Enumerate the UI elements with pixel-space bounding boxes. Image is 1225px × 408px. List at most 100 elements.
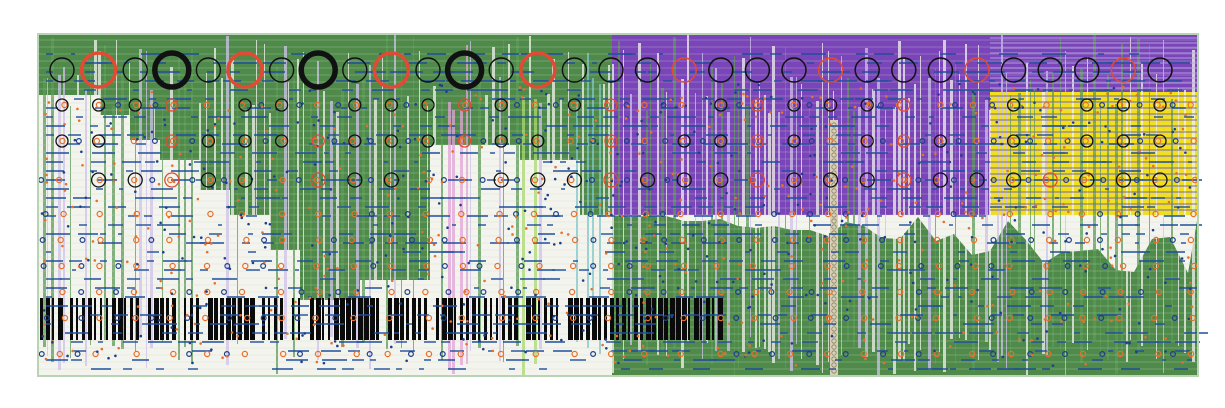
- dot-icon: [44, 357, 48, 361]
- dot-icon: [824, 262, 831, 270]
- dot-icon: [543, 237, 547, 241]
- dot-icon: [1188, 281, 1192, 285]
- ring-icon: [444, 50, 485, 90]
- dot-icon: [771, 211, 778, 218]
- dot-icon: [810, 127, 813, 131]
- dot-icon: [467, 261, 471, 265]
- dot-icon: [999, 311, 1003, 315]
- dot-icon: [134, 235, 138, 238]
- dot-icon: [909, 271, 912, 275]
- dot-icon: [399, 302, 402, 305]
- stripe: [959, 74, 960, 338]
- dot-icon: [220, 289, 227, 296]
- dot-icon: [97, 236, 104, 244]
- dot-icon: [809, 192, 812, 196]
- dot-icon: [297, 351, 304, 358]
- dot-icon: [1164, 337, 1167, 340]
- sliver-ring: [831, 164, 837, 170]
- stripe: [231, 57, 234, 367]
- black-bar: [190, 298, 193, 340]
- dot-icon: [1064, 263, 1071, 270]
- dot-icon: [195, 294, 199, 297]
- dot-icon: [641, 101, 648, 109]
- dot-icon: [587, 211, 594, 218]
- dot-icon: [1083, 236, 1091, 244]
- dot-icon: [576, 146, 579, 150]
- dot-icon: [260, 105, 264, 108]
- dot-icon: [1111, 104, 1114, 108]
- dot-icon: [662, 138, 669, 145]
- dot-icon: [1028, 237, 1035, 244]
- ring-icon: [676, 172, 692, 188]
- dot-icon: [677, 267, 681, 271]
- dot-icon: [552, 101, 559, 108]
- dot-icon: [567, 137, 574, 145]
- dot-icon: [1045, 314, 1052, 322]
- dot-icon: [265, 129, 269, 133]
- dot-icon: [897, 258, 901, 262]
- dot-icon: [569, 314, 577, 322]
- ring-icon: [932, 172, 949, 188]
- dot-icon: [1043, 101, 1050, 109]
- dot-icon: [967, 226, 971, 230]
- dot-icon: [1110, 264, 1114, 268]
- sliver-ring: [831, 122, 837, 128]
- stripe: [310, 102, 312, 338]
- ring-icon: [598, 57, 624, 83]
- dot-icon: [680, 262, 688, 270]
- ring-icon: [55, 134, 69, 148]
- dot-icon: [77, 265, 81, 268]
- dot-icon: [314, 286, 318, 290]
- dot-icon: [769, 111, 772, 114]
- dot-icon: [264, 221, 268, 225]
- dot-icon: [590, 138, 594, 142]
- dot-icon: [1187, 317, 1191, 321]
- dot-icon: [1082, 137, 1089, 145]
- black-bar: [280, 298, 283, 340]
- dot-icon: [78, 289, 85, 296]
- dot-icon: [1045, 330, 1048, 333]
- dot-icon: [95, 199, 99, 203]
- black-bar: [358, 298, 363, 340]
- dot-icon: [864, 357, 867, 361]
- ring-icon: [1152, 172, 1168, 188]
- stripe: [734, 56, 735, 375]
- dot-icon: [312, 123, 316, 127]
- dot-icon: [137, 111, 141, 115]
- dot-icon: [163, 123, 167, 127]
- dot-icon: [624, 177, 631, 184]
- dot-icon: [918, 263, 925, 270]
- dot-icon: [958, 82, 961, 86]
- dot-icon: [1108, 129, 1111, 133]
- dot-icon: [1021, 106, 1025, 109]
- dot-icon: [806, 351, 813, 358]
- dot-icon: [733, 207, 737, 211]
- dot-icon: [626, 263, 633, 270]
- dot-icon: [213, 122, 217, 126]
- dot-icon: [970, 236, 978, 244]
- stripe: [841, 56, 842, 355]
- dot-icon: [1065, 237, 1072, 244]
- ring-icon: [714, 134, 728, 148]
- ring-icon: [1080, 98, 1094, 112]
- dot-icon: [516, 317, 519, 321]
- dot-icon: [263, 261, 266, 264]
- stripe: [715, 68, 717, 351]
- dot-icon: [863, 279, 866, 282]
- dot-icon: [950, 211, 957, 218]
- dot-icon: [170, 326, 174, 329]
- dot-icon: [587, 315, 594, 322]
- dot-icon: [866, 208, 870, 211]
- dot-icon: [148, 315, 155, 322]
- dot-icon: [679, 198, 683, 202]
- dot-icon: [42, 309, 46, 312]
- black-bar: [340, 298, 345, 340]
- dot-icon: [641, 344, 645, 348]
- dot-icon: [207, 210, 214, 218]
- dot-icon: [196, 197, 200, 201]
- dot-icon: [188, 163, 192, 166]
- dot-icon: [387, 193, 390, 197]
- black-bar: [196, 298, 199, 340]
- black-bar: [52, 298, 54, 340]
- dot-icon: [143, 135, 146, 139]
